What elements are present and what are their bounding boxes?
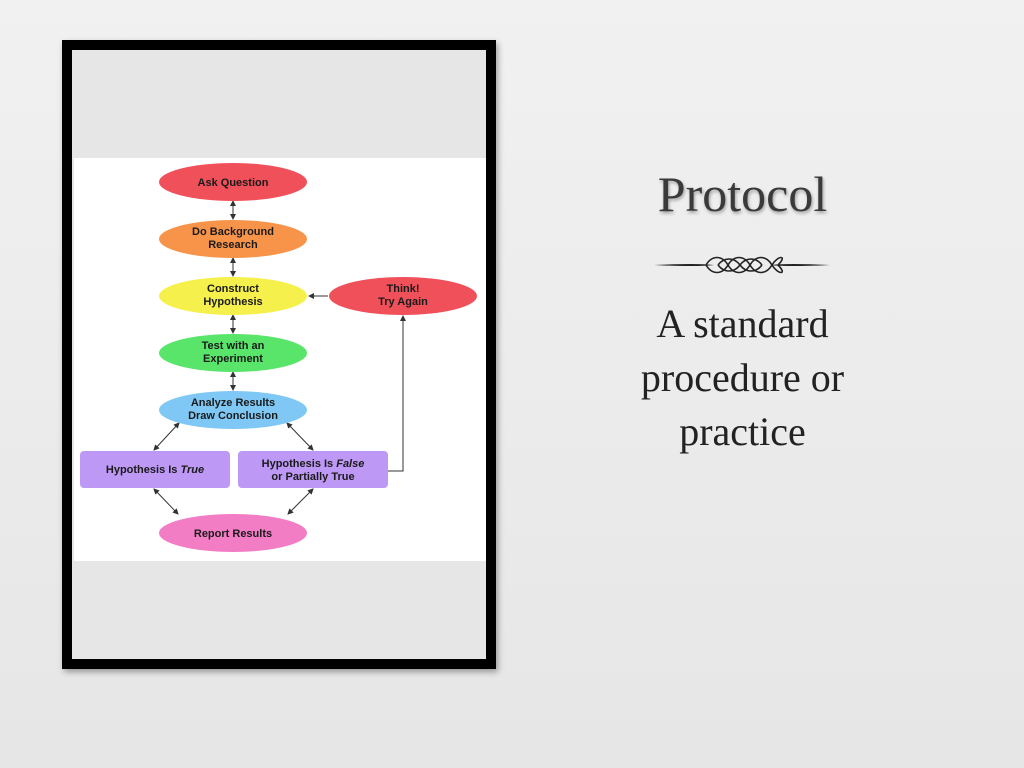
image-frame: Ask Question Do Background Research Cons…: [62, 40, 496, 669]
node-background-research-label-2: Research: [208, 239, 258, 251]
node-hypothesis-true: Hypothesis Is True: [80, 451, 230, 488]
slide-body-line-2: procedure or: [640, 355, 845, 400]
node-think-try-again: Think! Try Again: [329, 277, 477, 315]
node-hypothesis-false-word: False: [336, 458, 364, 470]
node-think-try-again-shape: [329, 277, 477, 315]
node-background-research: Do Background Research: [159, 220, 307, 258]
node-think-try-again-label-1: Think!: [387, 283, 420, 295]
node-analyze-results-shape: [159, 391, 307, 429]
arrow-analyze-false: [286, 422, 314, 451]
node-test-experiment-label-2: Experiment: [203, 353, 263, 365]
node-construct-hypothesis: Construct Hypothesis: [159, 277, 307, 315]
node-analyze-results: Analyze Results Draw Conclusion: [159, 391, 307, 429]
node-report-results-shape: [159, 514, 307, 552]
title-divider-ornament: [654, 256, 830, 274]
node-ask-question: Ask Question: [159, 163, 307, 201]
node-ask-question-label: Ask Question: [198, 177, 269, 189]
arrow-false-report: [287, 488, 314, 515]
node-test-experiment-shape: [159, 334, 307, 372]
arrow-false-think: [388, 315, 406, 472]
flowchart-connectors: [153, 200, 406, 515]
node-analyze-results-label-2: Draw Conclusion: [188, 410, 278, 422]
node-hypothesis-false-prefix: Hypothesis Is: [262, 458, 337, 470]
slide-body-text: A standard procedure or practice: [595, 297, 890, 459]
node-think-try-again-label-2: Try Again: [378, 296, 428, 308]
node-ask-question-shape: [159, 163, 307, 201]
node-background-research-label-1: Do Background: [192, 226, 274, 238]
node-hypothesis-false-shape: [238, 451, 388, 488]
node-hypothesis-true-prefix: Hypothesis Is: [106, 464, 181, 476]
node-hypothesis-true-label: Hypothesis Is True: [106, 464, 204, 476]
scientific-method-flowchart: Ask Question Do Background Research Cons…: [74, 158, 486, 561]
node-hypothesis-false: Hypothesis Is False or Partially True: [238, 451, 388, 488]
arrow-analyze-true: [153, 422, 180, 451]
node-report-results: Report Results: [159, 514, 307, 552]
slide-body-line-3: practice: [679, 409, 806, 454]
node-hypothesis-false-label-2: or Partially True: [271, 471, 354, 483]
node-background-research-shape: [159, 220, 307, 258]
node-construct-hypothesis-shape: [159, 277, 307, 315]
node-report-results-label: Report Results: [194, 528, 272, 540]
node-construct-hypothesis-label-2: Hypothesis: [203, 296, 262, 308]
node-hypothesis-true-shape: [80, 451, 230, 488]
slide-body-line-1: A standard: [656, 301, 829, 346]
arrow-true-report: [153, 488, 179, 515]
node-hypothesis-true-word: True: [180, 464, 204, 476]
node-analyze-results-label-1: Analyze Results: [191, 397, 275, 409]
node-construct-hypothesis-label-1: Construct: [207, 283, 259, 295]
slide-title: Protocol: [657, 166, 828, 222]
node-test-experiment: Test with an Experiment: [159, 334, 307, 372]
node-hypothesis-false-label-1: Hypothesis Is False: [262, 458, 365, 470]
node-test-experiment-label-1: Test with an: [202, 340, 265, 352]
